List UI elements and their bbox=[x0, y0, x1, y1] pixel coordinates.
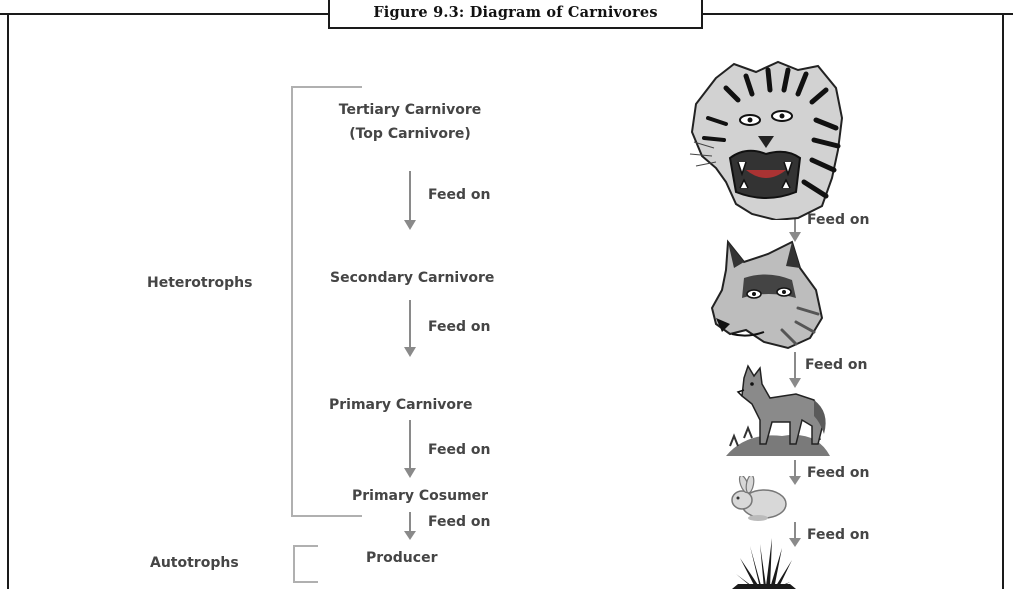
figure-caption: Figure 9.3: Diagram of Carnivores bbox=[328, 0, 703, 29]
arrow-primary-to-consumer bbox=[404, 420, 416, 478]
secondary-carnivore-label: Secondary Carnivore bbox=[330, 270, 494, 286]
arrow-tertiary-to-secondary bbox=[404, 171, 416, 230]
feed-on-label: Feed on bbox=[428, 319, 490, 335]
heterotrophs-bracket bbox=[292, 87, 362, 516]
autotrophs-label: Autotrophs bbox=[150, 555, 239, 571]
rabbit-icon bbox=[728, 476, 788, 522]
feed-on-label: Feed on bbox=[807, 465, 869, 481]
fox-icon bbox=[726, 364, 830, 460]
feed-on-label: Feed on bbox=[428, 442, 490, 458]
primary-carnivore-label: Primary Carnivore bbox=[329, 397, 472, 413]
arrow-fox-to-rabbit bbox=[789, 460, 801, 485]
feed-on-label: Feed on bbox=[428, 187, 490, 203]
tertiary-carnivore-label: Tertiary Carnivore bbox=[320, 102, 500, 118]
grass-icon bbox=[732, 534, 796, 589]
feed-on-label: Feed on bbox=[428, 514, 490, 530]
top-carnivore-label: (Top Carnivore) bbox=[320, 126, 500, 142]
producer-label: Producer bbox=[366, 550, 437, 566]
primary-consumer-label: Primary Cosumer bbox=[352, 488, 488, 504]
arrow-consumer-to-producer bbox=[404, 512, 416, 540]
heterotrophs-label: Heterotrophs bbox=[147, 275, 252, 291]
wolf-icon bbox=[708, 238, 826, 350]
autotrophs-bracket bbox=[294, 546, 318, 582]
arrow-secondary-to-primary bbox=[404, 300, 416, 357]
feed-on-label: Feed on bbox=[807, 527, 869, 543]
tiger-icon bbox=[686, 58, 846, 220]
